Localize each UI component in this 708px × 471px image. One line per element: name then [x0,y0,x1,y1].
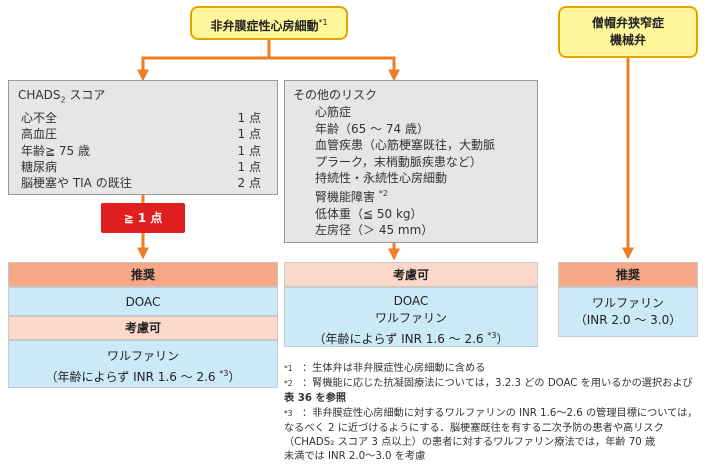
risk-item: 心筋症 [315,105,352,120]
consider-header: 考慮可 [8,316,278,340]
risk-item: 持続性・永続性心房細動 [315,171,448,186]
risk-item: 低体重（≦ 50 kg） [315,206,423,221]
footnote-ref: *1 [318,18,328,27]
chads2-title: CHADS2 スコア [18,88,106,105]
nonvalvular-af-box: 非弁膜症性心房細動*1 [190,6,348,40]
footnote-2-cont: 表 36 を参照 [284,392,347,404]
warfarin-box: ワルファリン （INR 2.0 ～ 3.0） [558,287,698,337]
arrow-branch-right [269,56,400,82]
nonvalvular-af-label: 非弁膜症性心房細動 [210,19,319,33]
footnote-3: *3：非弁膜症性心房細動に対するワルファリンの INR 1.6～2.6 の管理目… [284,408,698,420]
doac-box: DOAC [8,287,278,316]
other-risks-box: その他のリスク 心筋症 年齢（65 ～ 74 歳） 血管疾患（心筋梗塞既往，大動… [284,80,538,243]
risk-item: プラーク，末梢動脈疾患など） [315,154,482,169]
recommend-header: 推奨 [8,262,278,287]
risk-item: 血管疾患（心筋梗塞既往，大動脈 [315,138,496,153]
footnote-3-cont: 未満では INR 2.0～3.0 を考慮 [284,451,426,463]
doac-warfarin-box: DOAC ワルファリン （年齢によらず INR 1.6 ～ 2.6 *3） [284,287,538,347]
risk-item: 腎機能障害 *2 [315,189,388,205]
footnote-3-cont: （CHADS₂ スコア 3 点以上）の患者に対するワルファリン療法では，年齢 7… [284,437,656,449]
mitral-stenosis-box: 僧帽弁狭窄症 機械弁 [558,6,698,58]
mechanical-valve-label: 機械弁 [609,33,646,47]
arrow-branch-left [137,56,269,82]
mitral-stenosis-label: 僧帽弁狭窄症 [591,16,664,30]
warfarin-box: ワルファリン （年齢によらず INR 1.6 ～ 2.6 *3） [8,340,278,388]
recommend-header: 推奨 [558,262,698,287]
consider-header: 考慮可 [284,262,538,287]
threshold-tag: ≧ 1 点 [101,203,185,233]
footnotes: *1：生体弁は非弁膜症性心房細動に含める *2：腎機能に応じた抗凝固療法について… [284,362,706,465]
footnote-3-cont: なるべく 2 に近づけるようにする．脳梗塞既往を有する二次予防の患者や高リスク [284,422,664,434]
footnote-1: *1：生体弁は非弁膜症性心房細動に含める [284,363,486,374]
risk-item: 年齢（65 ～ 74 歳） [315,121,429,136]
risk-item: 左房径（＞ 45 mm） [315,223,434,238]
footnote-2: *2：腎機能に応じた抗凝固療法については，3.2.3 どの DOAC を用いるか… [284,378,693,390]
other-risks-title: その他のリスク [293,88,378,102]
